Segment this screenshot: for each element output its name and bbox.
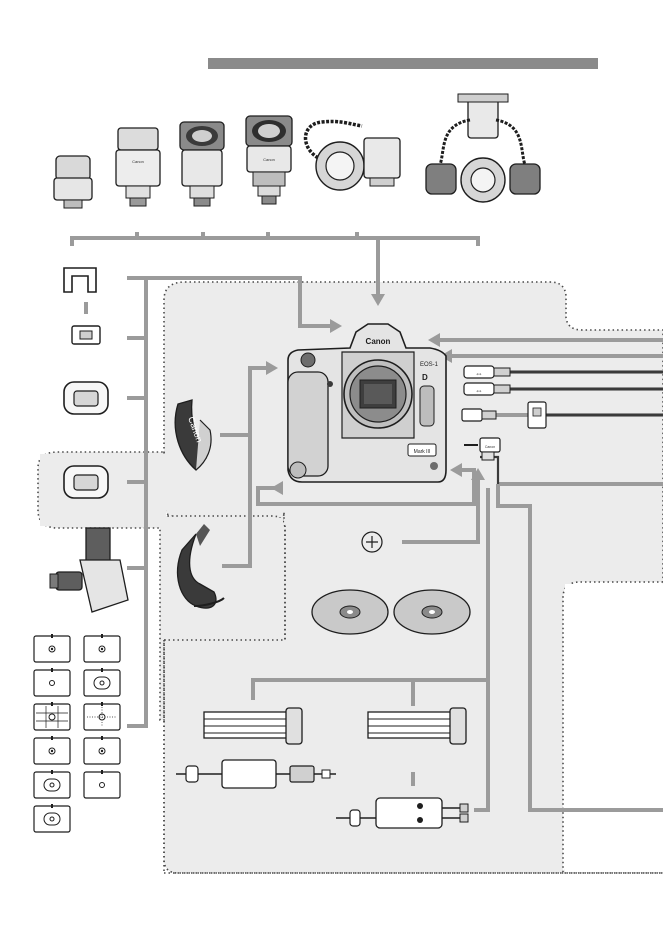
focusing-screen[interactable] bbox=[84, 668, 120, 696]
eyepiece-adapter[interactable] bbox=[72, 326, 100, 344]
camera-mark-label: Mark III bbox=[414, 449, 431, 455]
focusing-screen[interactable] bbox=[34, 668, 70, 696]
compact-speedlite-brand: Canon bbox=[132, 159, 144, 164]
macro-twin-lite[interactable] bbox=[426, 94, 540, 202]
flash-row: Canon Canon bbox=[54, 94, 540, 208]
focusing-screen[interactable] bbox=[34, 634, 70, 662]
speedlite-large[interactable]: Canon bbox=[246, 116, 292, 204]
focusing-screen[interactable] bbox=[34, 736, 70, 764]
speedlite-medium[interactable] bbox=[180, 122, 224, 206]
cd-rom-software-disk[interactable] bbox=[394, 590, 470, 634]
battery-pack-1[interactable] bbox=[204, 708, 302, 744]
camera-model-mark: D bbox=[422, 373, 428, 382]
focusing-screen[interactable] bbox=[84, 770, 120, 798]
transfer-zone-fill bbox=[565, 584, 663, 872]
focusing-screen[interactable] bbox=[34, 804, 70, 832]
compact-speedlite[interactable]: Canon bbox=[116, 128, 160, 206]
eyecup-anti-fog[interactable] bbox=[64, 466, 108, 498]
adapter-mark bbox=[84, 302, 88, 314]
macro-ring-lite[interactable] bbox=[306, 121, 401, 190]
focusing-screen[interactable] bbox=[84, 702, 120, 730]
speedlite-transmitter[interactable] bbox=[54, 156, 92, 208]
title-bar bbox=[208, 58, 598, 69]
focusing-screen[interactable] bbox=[84, 634, 120, 662]
usb-cable-connector[interactable]: ⇔ bbox=[464, 366, 510, 378]
focusing-screen[interactable] bbox=[34, 702, 70, 730]
camera-brand: Canon bbox=[366, 337, 391, 346]
firewire-symbol: ⇔ bbox=[475, 386, 483, 395]
eyecup-frame-accessory[interactable] bbox=[64, 268, 96, 292]
remote-plug-brand: Canon bbox=[485, 445, 495, 449]
firewire-cable-connector[interactable]: ⇔ bbox=[464, 383, 510, 395]
eyecup-standard[interactable] bbox=[64, 382, 108, 414]
cd-rom-solution-disk[interactable] bbox=[312, 590, 388, 634]
angle-finder[interactable] bbox=[50, 528, 128, 612]
focusing-screen[interactable] bbox=[34, 770, 70, 798]
usb-symbol: ⇔ bbox=[475, 369, 483, 378]
focusing-screens bbox=[34, 634, 120, 832]
battery-pack-2[interactable] bbox=[368, 708, 466, 744]
camera-model: EOS-1 bbox=[420, 362, 439, 368]
eyepiece-accessories bbox=[50, 268, 128, 612]
speedlite-large-brand: Canon bbox=[263, 157, 275, 162]
focusing-screen[interactable] bbox=[84, 736, 120, 764]
